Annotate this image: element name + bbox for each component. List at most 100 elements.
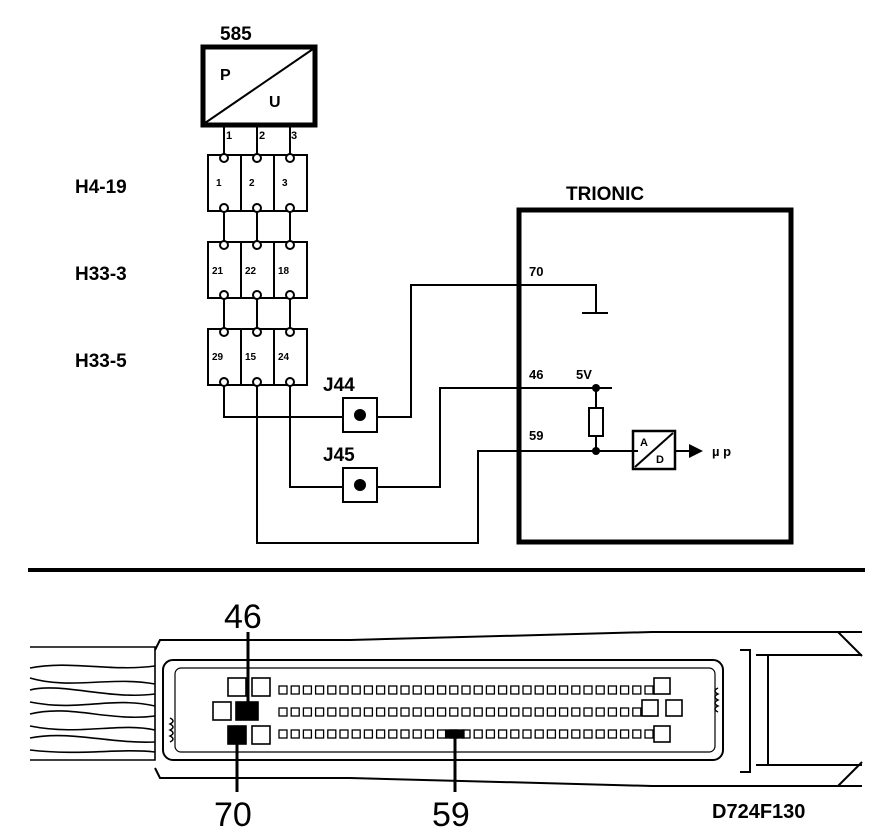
pin-cavity [388, 685, 398, 695]
pin-cavity [363, 707, 374, 717]
node-dot [592, 447, 600, 455]
node-dot [592, 384, 600, 392]
connector-pin-label: 21 [212, 266, 224, 277]
pin-cavity [400, 707, 410, 717]
pin-cavity [314, 685, 325, 695]
pressure-sensor-585: 585 P U 1 2 3 [200, 24, 318, 142]
pin-cavity [607, 685, 618, 695]
pin-cavity [607, 707, 618, 717]
pin-cavity [388, 707, 398, 717]
pin-cavity [644, 685, 654, 695]
pin-cavity [251, 725, 271, 745]
pin-cavity [251, 677, 271, 697]
pin-cavity [436, 729, 447, 739]
callout-pin-59: 59 [432, 796, 470, 834]
pin-cavity [302, 707, 313, 717]
ecu-pin-label: 46 [529, 367, 543, 382]
pin-cavity [290, 729, 300, 739]
pin-cavity [351, 729, 361, 739]
pin-cavity [278, 685, 288, 695]
connector-pin-label: 3 [282, 178, 288, 189]
pin-cavity [485, 729, 496, 739]
pin-cavity [375, 729, 386, 739]
pin-cavity [327, 729, 337, 739]
pin-cavity [339, 707, 349, 717]
sensor-id-label: 585 [220, 24, 252, 45]
pin-cavity [571, 707, 581, 717]
pin-cavity [412, 685, 422, 695]
pin-cavity [302, 729, 313, 739]
pin-cavity [558, 729, 569, 739]
pin-cavity [351, 707, 361, 717]
adc-a-letter: A [640, 437, 648, 449]
pin-cavity [665, 699, 683, 717]
pin-cavity [632, 685, 642, 695]
pin-cavity [607, 729, 618, 739]
pin-cavity [546, 707, 557, 717]
signal-wires [223, 284, 638, 544]
pin-cavity [510, 685, 520, 695]
connector-pin-rows [212, 677, 683, 745]
pin-cavity [534, 685, 544, 695]
pin-cavity [412, 707, 422, 717]
pin-cavity [302, 685, 313, 695]
pin-cavity [558, 707, 569, 717]
microprocessor-label: µ p [712, 444, 731, 459]
pin-cavity [278, 707, 288, 717]
junction-label: J44 [323, 375, 355, 396]
connector-h4-19: H4-19 1 2 3 [75, 153, 308, 213]
pin-cavity [522, 729, 532, 739]
pin-cavity [449, 685, 459, 695]
pin-cavity [510, 729, 520, 739]
sensor-pin-1: 1 [226, 130, 232, 142]
pin-cavity [363, 685, 374, 695]
pin-cavity [644, 729, 654, 739]
connector-h33-5: H33-5 29 15 24 [75, 327, 308, 387]
connector-pin-label: 29 [212, 352, 224, 363]
pin-cavity [400, 729, 410, 739]
pin-cavity [351, 685, 361, 695]
pin-cavity [314, 729, 325, 739]
pin-cavity [632, 729, 642, 739]
pin-cavity [653, 677, 671, 695]
sensor-pin-3: 3 [291, 130, 297, 142]
pin-cavity [473, 729, 483, 739]
pin-cavity [583, 707, 593, 717]
ecu-voltage-label: 5V [576, 367, 592, 382]
pin-cavity [497, 707, 508, 717]
ecu-pin-label: 59 [529, 428, 543, 443]
pin-cavity [595, 685, 605, 695]
pin-cavity [583, 729, 593, 739]
pin-cavity [473, 685, 483, 695]
pin-cavity [339, 729, 349, 739]
sensor-pin-2: 2 [259, 130, 265, 142]
ecu-pin-label: 70 [529, 264, 543, 279]
pin-cavity [595, 707, 605, 717]
ecu-trionic: TRIONIC 70 46 59 5V A D µ p [516, 184, 794, 545]
junction-dot [354, 409, 366, 421]
sensor-p-letter: P [220, 67, 231, 84]
pin-cavity [619, 729, 630, 739]
pin-cavity [424, 729, 435, 739]
pin-cavity [388, 729, 398, 739]
pin-cavity [400, 685, 410, 695]
connector-pin-label: 1 [216, 178, 222, 189]
pin-cavity [534, 729, 544, 739]
arrow-right-icon [689, 444, 703, 458]
pin-cavity [497, 729, 508, 739]
pin-cavity [212, 701, 232, 721]
connector-pin-label: 18 [278, 266, 290, 277]
pin-cavity [278, 729, 288, 739]
pin-cavity [436, 707, 447, 717]
pin-cavity [339, 685, 349, 695]
pin-cavity [375, 707, 386, 717]
pin-cavity [632, 707, 642, 717]
pin-cavity [227, 677, 247, 697]
pin-cavity [534, 707, 544, 717]
pin-cavity [522, 685, 532, 695]
pin-cavity [619, 685, 630, 695]
pin-cavity [583, 685, 593, 695]
pin-cavity [375, 685, 386, 695]
pin-cavity [424, 707, 435, 717]
connector-name-label: H4-19 [75, 177, 127, 198]
